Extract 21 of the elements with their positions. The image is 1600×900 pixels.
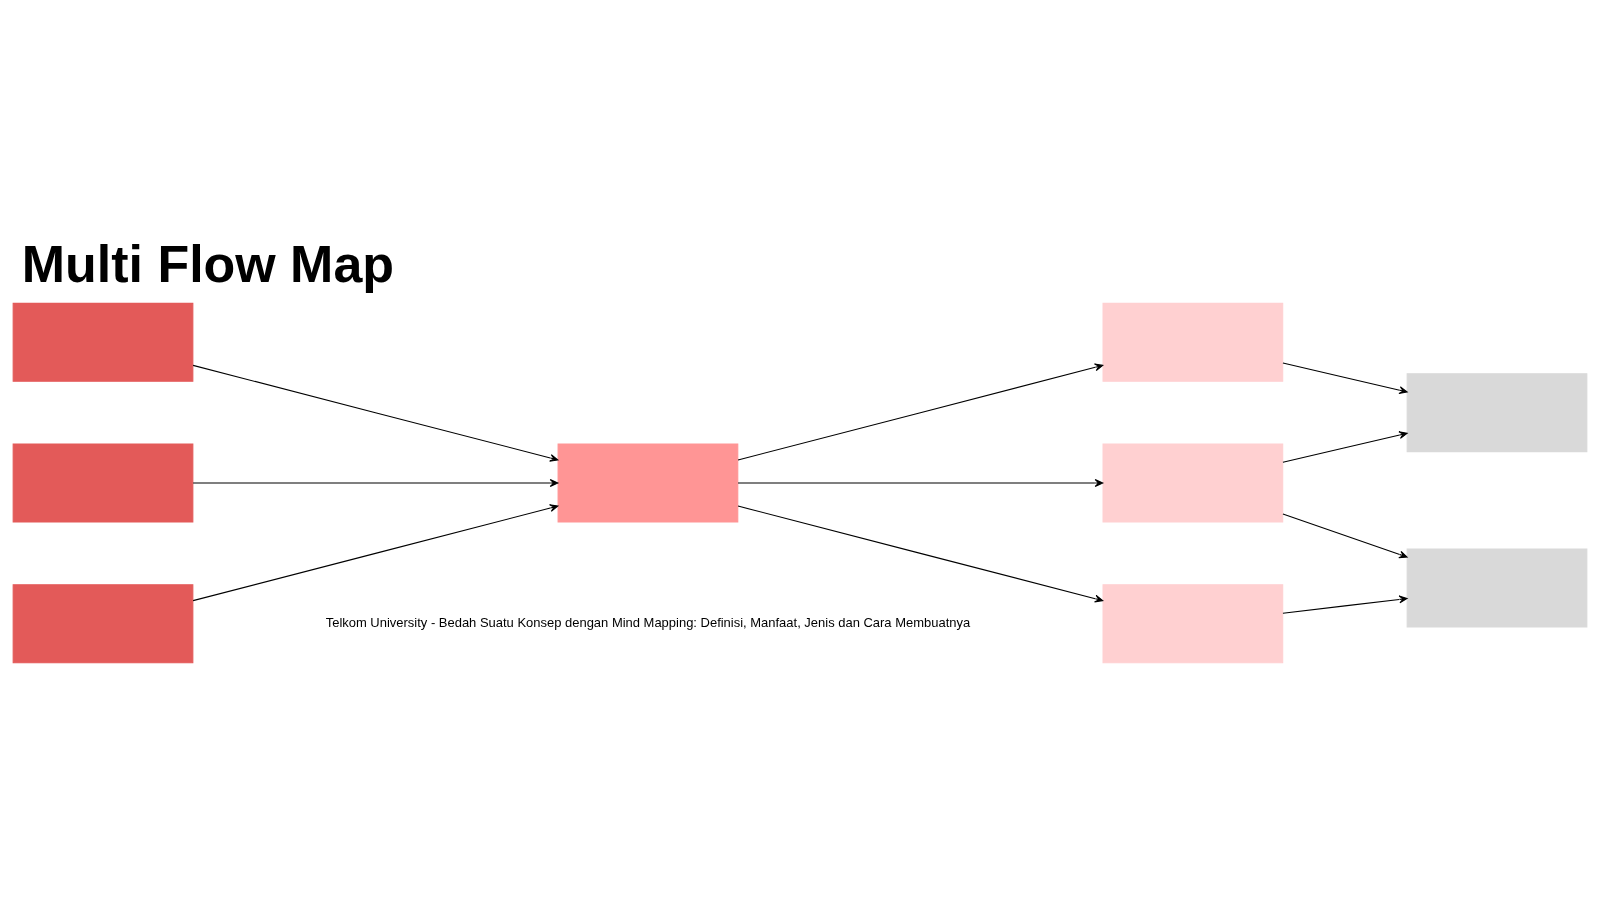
node-box xyxy=(1102,302,1284,382)
arrow xyxy=(1282,595,1408,614)
arrow xyxy=(737,363,1104,461)
node-box xyxy=(1102,443,1284,523)
arrow xyxy=(192,479,559,487)
arrow xyxy=(1282,513,1408,559)
arrow xyxy=(737,505,1104,603)
arrow xyxy=(1282,362,1408,395)
arrow xyxy=(192,504,559,602)
diagram-title: Multi Flow Map xyxy=(21,235,394,294)
node-box xyxy=(1406,548,1588,628)
arrow xyxy=(1282,431,1408,463)
node-box xyxy=(557,443,739,523)
caption: Telkom University - Bedah Suatu Konsep dengan Mind Mapping: Definisi, Manfaat, Jenis dan Cara Membuatnya xyxy=(325,615,971,631)
node-box xyxy=(12,584,194,664)
arrow xyxy=(737,479,1104,487)
node-box xyxy=(1406,373,1588,453)
arrow xyxy=(192,364,559,462)
node-box xyxy=(12,302,194,382)
node-box xyxy=(1102,584,1284,664)
node-box xyxy=(12,443,194,523)
